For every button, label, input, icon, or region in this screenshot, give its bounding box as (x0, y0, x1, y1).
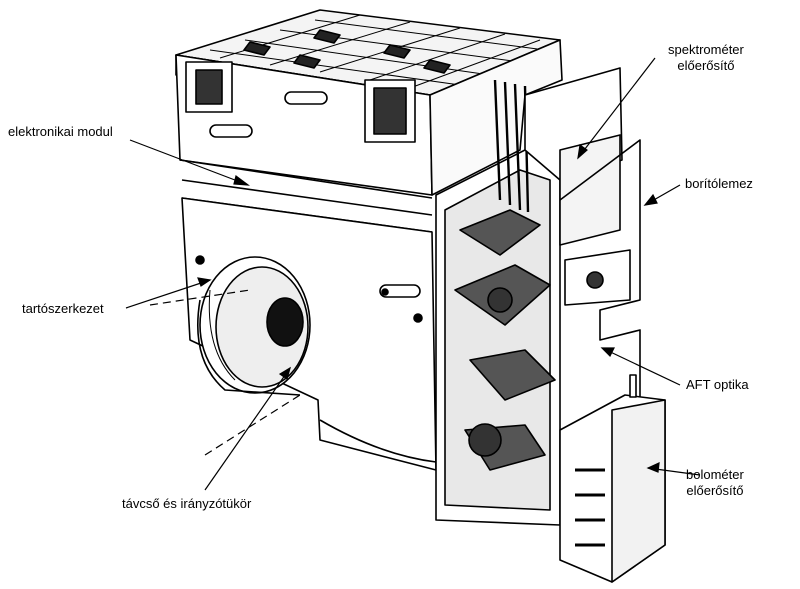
optical-axis-dashed-line (149, 289, 251, 306)
label-spectrometer-preamp: spektrométer előerősítő (668, 42, 744, 74)
label-bolometer-preamp: bolométer előerősítő (686, 467, 744, 499)
label-telescope-mirror: távcső és irányzótükör (122, 496, 252, 511)
telescope-arrowhead (278, 366, 291, 380)
label-aft-optics: AFT optika (686, 377, 749, 392)
cover-arrowhead (643, 193, 658, 206)
aft-optics-assembly (435, 79, 561, 526)
frame-arrowhead (197, 277, 212, 287)
spectrometer-arrowhead (577, 143, 588, 160)
label-bolometer-line2: előerősítő (686, 483, 744, 498)
label-spectrometer-line2: előerősítő (677, 58, 735, 73)
bolometer-preamp-box (559, 374, 666, 583)
label-electronics-module: elektronikai modul (8, 124, 113, 139)
optical-axis-dashed-line-lower (204, 394, 301, 456)
aft-arrowhead (600, 347, 615, 358)
spectrometer-preamp-box (524, 67, 623, 246)
electronics-module-box (175, 39, 563, 233)
telescope-and-pointing-mirror (197, 256, 311, 396)
leader-lines (125, 57, 701, 491)
label-support-frame: tartószerkezet (22, 301, 104, 316)
aft-leader-line (601, 347, 681, 386)
bolometer-arrowhead (646, 462, 660, 473)
electronics-arrowhead (233, 174, 250, 186)
electronics-leader-line (129, 139, 249, 186)
cover-plate (559, 139, 641, 400)
label-bolometer-line1: bolométer (686, 467, 744, 482)
spectrometer-leader-line (577, 57, 656, 159)
label-spectrometer-line1: spektrométer (668, 42, 744, 57)
telescope-leader-line (204, 367, 291, 491)
label-cover-plate: borítólemez (685, 176, 753, 191)
frame-leader-line (125, 279, 211, 309)
